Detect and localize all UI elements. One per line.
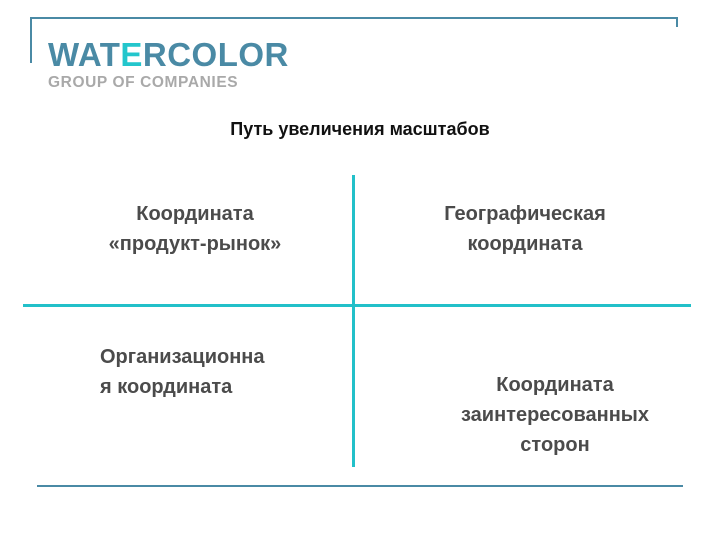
quadrant-top-right-line-1: Географическая — [444, 203, 606, 225]
logo-word-part2: RCOLOR — [142, 36, 289, 73]
quadrant-bottom-right-line-2: заинтересованных — [460, 404, 650, 426]
quadrant-top-left-line-2: «продукт-рынок» — [108, 233, 282, 255]
frame-left-line — [30, 17, 32, 63]
quadrant-bottom-right: Координата заинтересованных сторон — [415, 370, 695, 460]
quadrant-bottom-right-line-3: сторон — [520, 434, 590, 456]
slide-title: Путь увеличения масштабов — [230, 119, 490, 139]
horizontal-axis — [23, 304, 691, 307]
company-logo: WATERCOLOR GROUP OF COMPANIES — [48, 38, 289, 91]
quadrant-bottom-left-line-1: Организационна — [100, 346, 265, 368]
quadrant-top-left-line-1: Координата — [136, 203, 254, 225]
quadrant-top-right: Географическая координата — [385, 199, 665, 259]
quadrant-bottom-left: Организационна я координата — [100, 342, 330, 402]
logo-word-part1: WAT — [48, 36, 121, 73]
logo-word-accent: E — [120, 36, 143, 73]
quadrant-top-right-line-2: координата — [467, 233, 583, 255]
logo-wordmark: WATERCOLOR — [48, 36, 289, 73]
quadrant-top-left: Координата «продукт-рынок» — [60, 199, 330, 259]
quadrant-bottom-right-line-1: Координата — [496, 374, 614, 396]
frame-top-line — [30, 17, 678, 19]
bottom-rule — [37, 485, 683, 487]
vertical-axis — [352, 175, 355, 467]
frame-right-line — [676, 17, 678, 27]
logo-subtitle: GROUP OF COMPANIES — [48, 74, 239, 91]
quadrant-bottom-left-line-2: я координата — [100, 376, 233, 398]
